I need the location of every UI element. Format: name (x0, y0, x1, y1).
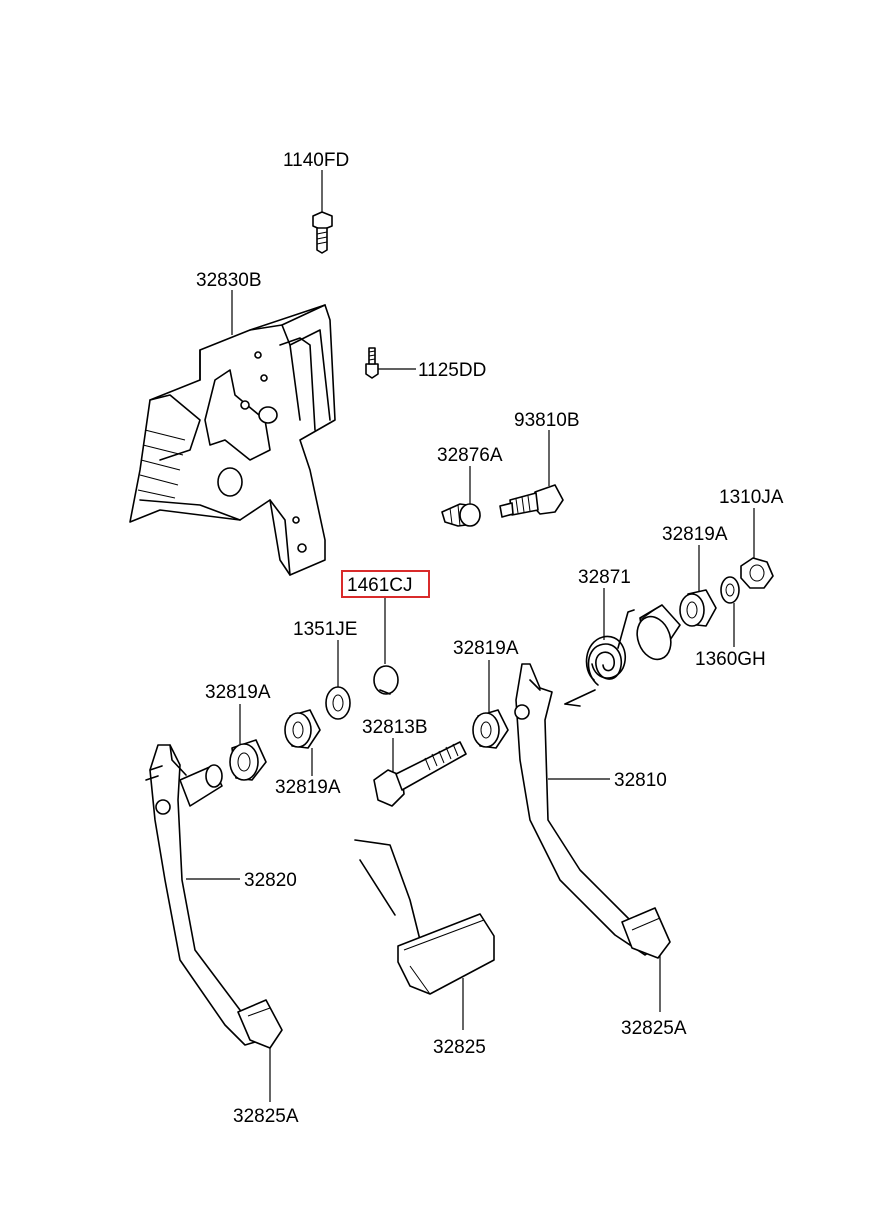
nut-1310ja (740, 557, 774, 589)
washer-1351je (325, 686, 351, 720)
bushing-32819a-low (284, 709, 321, 749)
spring-32871 (564, 609, 635, 707)
label-32825a-left: 32825A (233, 1106, 299, 1127)
pedal-arm-32810 (514, 663, 661, 956)
switch-93810b (499, 484, 564, 518)
pivot-shaft (179, 764, 223, 807)
label-1360gh: 1360GH (695, 649, 766, 670)
label-32819a-left: 32819A (205, 682, 271, 703)
bolt-1140fd (312, 211, 333, 254)
washer-1360gh (720, 576, 740, 604)
label-32819a-mid: 32819A (453, 638, 519, 659)
highlight-box-1461cj (341, 570, 430, 598)
bracket-32830b (129, 304, 336, 576)
label-32830b: 32830B (196, 270, 262, 291)
pedal-pad-32825a-right (621, 907, 671, 959)
label-1125dd: 1125DD (418, 360, 486, 381)
label-32820: 32820 (244, 870, 297, 891)
label-1310ja: 1310JA (719, 487, 784, 508)
collar (636, 604, 681, 661)
label-32813b: 32813B (362, 717, 428, 738)
screw-1125dd (365, 347, 379, 379)
label-1461cj: 1461CJ (347, 575, 413, 596)
clip-1461cj (373, 665, 399, 695)
label-32871: 32871 (578, 567, 631, 588)
label-32819a-low: 32819A (275, 777, 341, 798)
pedal-pad-32825 (354, 839, 495, 995)
label-32876a: 32876A (437, 445, 503, 466)
label-1351je: 1351JE (293, 619, 357, 640)
pedal-pad-32825a-left (237, 999, 283, 1049)
bushing-32819a-mid (472, 709, 509, 749)
bolt-32813b (373, 741, 467, 807)
stopper-32876a (441, 503, 481, 527)
label-32810: 32810 (614, 770, 667, 791)
label-32825: 32825 (433, 1037, 486, 1058)
bushing-32819a-top-right (679, 589, 717, 627)
label-32819a-top-right: 32819A (662, 524, 728, 545)
label-32825a-right: 32825A (621, 1018, 687, 1039)
label-1140fd: 1140FD (283, 150, 349, 171)
bushing-32819a-left (229, 739, 267, 781)
label-93810b: 93810B (514, 410, 580, 431)
